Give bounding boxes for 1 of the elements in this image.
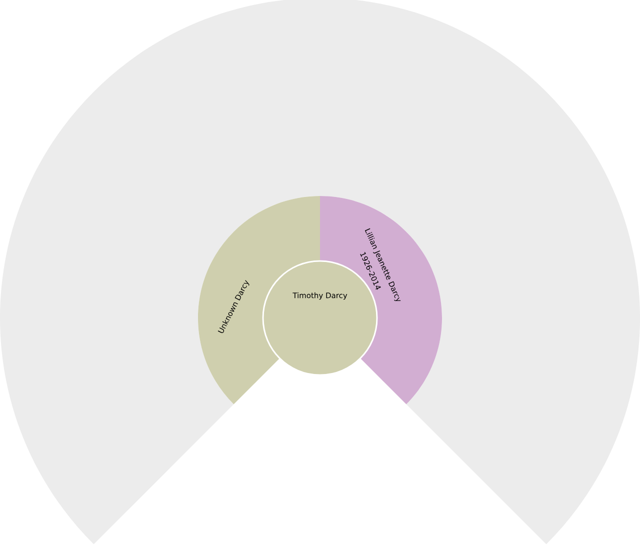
- fan-band: [0, 0, 640, 544]
